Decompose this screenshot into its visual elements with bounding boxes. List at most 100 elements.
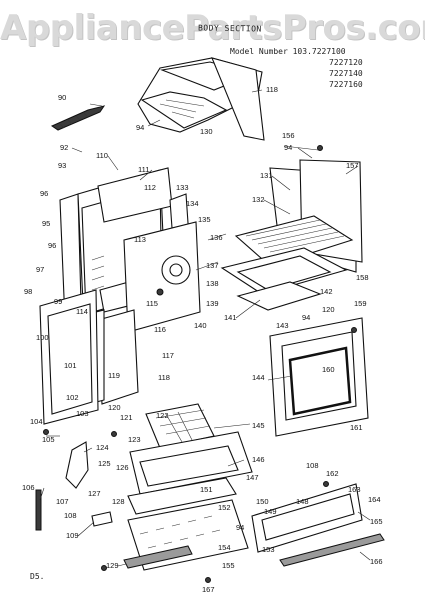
callout: 162 [326,469,339,478]
callout: 94 [302,313,310,322]
callout: 126 [116,463,129,472]
callout: 105 [42,435,55,444]
callout: 124 [96,443,109,452]
callout: 154 [218,543,231,552]
callout: 123 [128,435,141,444]
callout: 137 [206,261,219,270]
burner-pan [129,403,253,495]
door-frame [269,317,369,437]
callout: 92 [60,143,68,152]
callout: 112 [144,183,156,192]
callout: 135 [198,215,211,224]
callout: 120 [108,403,121,412]
model-number-label: Model Number 103.7227100 [230,47,346,56]
callout: 138 [206,279,219,288]
callout: 115 [146,299,158,308]
callout: 160 [322,365,335,374]
callout: 129 [106,561,119,570]
callout: 130 [200,127,213,136]
callout: 163 [348,485,361,494]
callout: 96 [48,241,56,250]
callout: 151 [200,485,213,494]
callout: 111 [138,165,149,174]
top-cover-assembly [137,57,265,141]
callout: 93 [58,161,66,170]
drawer-front [251,483,385,567]
callout: 153 [262,545,275,554]
callout: 127 [88,489,101,498]
callout: 128 [112,497,125,506]
callout: 143 [276,321,289,330]
callout: 140 [194,321,207,330]
callout: 116 [154,325,166,334]
callout: 118 [266,85,278,94]
callout: 108 [64,511,77,520]
callout: 100 [36,333,49,342]
callout: 146 [252,455,265,464]
callout: 122 [156,411,169,420]
model-number-alt: 7227140 [329,69,363,78]
callout: 165 [370,517,383,526]
element-panel [123,221,201,333]
callout: 102 [66,393,79,402]
callout: 142 [320,287,333,296]
callout: 96 [40,189,48,198]
callout: 133 [176,183,189,192]
callout: 158 [356,273,369,282]
wire-harness [50,103,106,131]
diagram-code: D5. [30,572,45,581]
callout: 141 [224,313,237,322]
leader-lines [39,89,371,567]
lower-drawer-assembly [123,477,249,571]
callout: 156 [282,131,295,140]
callout: 161 [350,423,363,432]
callout: 125 [98,459,111,468]
callout: 134 [186,199,199,208]
callout: 110 [96,151,108,160]
callout: 149 [264,507,277,516]
callout: 121 [120,413,133,422]
callout: 131 [260,171,273,180]
callout: 108 [306,461,319,470]
callout: 114 [76,307,88,316]
callout: 157 [346,161,359,170]
site-watermark: AppliancePartsPros.com [0,8,425,48]
callout: 148 [296,497,309,506]
callout: 113 [134,235,146,244]
callout: 155 [222,561,235,570]
callout-labels: 90 118 94 130 92 110 111 93 112 133 96 1… [22,85,383,594]
callout: 94 [284,143,292,152]
callout: 167 [202,585,215,594]
callout: 139 [206,299,219,308]
callout: 159 [354,299,367,308]
callout: 152 [218,503,231,512]
callout: 145 [252,421,265,430]
model-number-alt: 7227120 [329,58,363,67]
callout: 118 [158,373,170,382]
inner-oven-liner [39,289,139,425]
callout: 90 [58,93,66,102]
callout: 150 [256,497,269,506]
callout: 101 [64,361,77,370]
callout: 166 [370,557,383,566]
callout: 94 [136,123,144,132]
callout: 97 [36,265,44,274]
callout: 99 [54,297,62,306]
callout: 95 [42,219,50,228]
callout: 117 [162,351,174,360]
callout: 164 [368,495,381,504]
callout: 144 [252,373,265,382]
callout: 109 [66,531,79,540]
callout: 147 [246,473,259,482]
hinge-and-fasteners [35,145,357,583]
callout: 120 [322,305,335,314]
callout: 103 [76,409,89,418]
callout: 132 [252,195,265,204]
callout: 94 [236,523,244,532]
callout: 106 [22,483,35,492]
callout: 98 [24,287,32,296]
callout: 119 [108,371,120,380]
callout: 107 [56,497,69,506]
